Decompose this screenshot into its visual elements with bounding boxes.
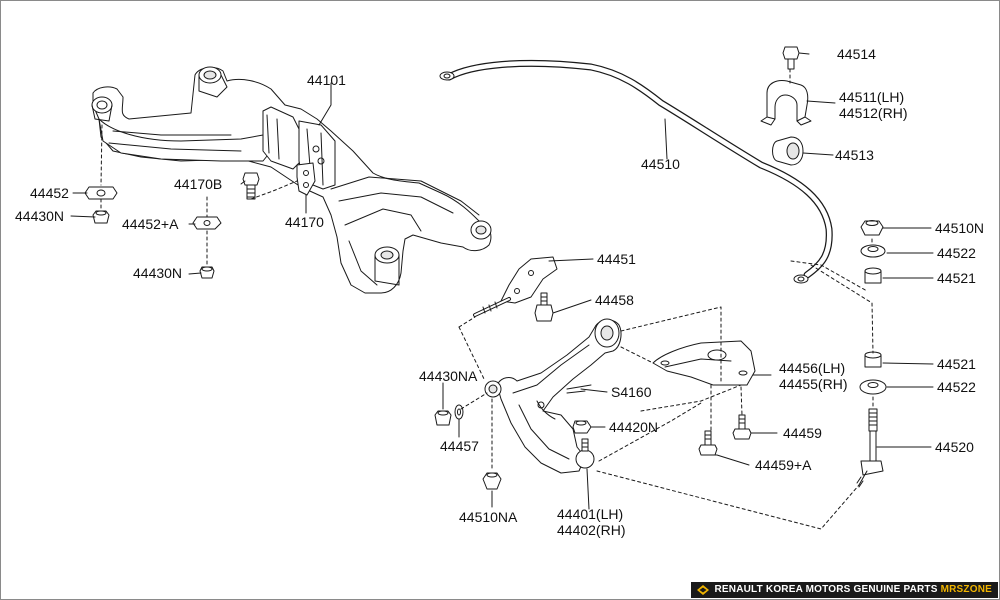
label-stabilizer-rubber-lower: 44521 <box>937 356 976 372</box>
stabilizer-bushing-part <box>772 136 804 166</box>
arm-mount-bolt-part <box>732 414 752 440</box>
label-lower-arm-lh: 44401(LH) <box>557 506 624 522</box>
subframe-nut-2-part <box>199 266 215 279</box>
label-arm-mount-bracket: 44456(LH) 44455(RH) <box>779 360 847 392</box>
stabilizer-bracket-part <box>760 80 812 126</box>
label-subframe-nut-2: 44430N <box>133 265 183 281</box>
stabilizer-rubber-lower-part <box>864 351 882 368</box>
stabilizer-bolt-part <box>782 46 800 70</box>
arm-washer-part <box>454 404 464 420</box>
label-arm-mount-bolt-a: 44459+A <box>755 457 812 473</box>
label-subframe-washer: 44452 <box>30 185 69 201</box>
stabilizer-cup-lower-part <box>859 379 887 395</box>
label-stabilizer-bracket-rh: 44512(RH) <box>839 105 908 121</box>
label-ball-joint-nut: 44420N <box>609 419 659 435</box>
label-arm-bracket: 44451 <box>597 251 636 267</box>
label-arm-nut: 44430NA <box>419 368 478 384</box>
label-arm-mount-bracket-lh: 44456(LH) <box>779 360 846 376</box>
label-subframe-washer-a: 44452+A <box>122 216 179 232</box>
subframe-bracket-part <box>296 162 316 196</box>
subframe-bolt-part <box>242 172 260 200</box>
arm-bracket-bolt-part <box>534 292 554 322</box>
label-stabilizer-bushing: 44513 <box>835 147 874 163</box>
arm-bracket-part <box>473 256 558 317</box>
label-subframe: 44101 <box>307 72 346 88</box>
label-subframe-bolt: 44170B <box>174 176 223 192</box>
subframe-washer-a-part <box>192 216 222 230</box>
label-arm-mount-bracket-rh: 44455(RH) <box>779 376 848 392</box>
label-stabilizer-rubber-upper: 44521 <box>937 270 976 286</box>
brand-footer: RENAULT KOREA MOTORS GENUINE PARTS MRSZO… <box>690 582 998 598</box>
stabilizer-nut-part <box>860 220 884 236</box>
label-stabilizer-cup-upper: 44522 <box>937 245 976 261</box>
subframe-nut-part <box>92 210 110 224</box>
assembly-lines <box>100 68 874 530</box>
label-stabilizer-cup-lower: 44522 <box>937 379 976 395</box>
arm-mount-bolt-a-part <box>698 430 718 456</box>
label-stabilizer-bracket-lh: 44511(LH) <box>839 89 905 105</box>
arm-nut-part <box>434 410 452 426</box>
stabilizer-cup-upper-part <box>860 244 886 258</box>
label-stabilizer-bolt: 44514 <box>837 46 876 62</box>
arm-mount-bracket-part <box>652 340 756 386</box>
label-arm-washer: 44457 <box>440 438 479 454</box>
arm-nut-2-part <box>482 472 502 490</box>
arm-hose-clip-part <box>566 384 592 394</box>
label-lower-arm: 44401(LH) 44402(RH) <box>557 506 625 538</box>
stabilizer-link-part <box>856 408 884 488</box>
label-arm-hose-clip: S4160 <box>611 384 652 400</box>
brand-text: RENAULT KOREA MOTORS GENUINE PARTS <box>714 584 938 595</box>
label-stabilizer-bracket: 44511(LH) 44512(RH) <box>839 89 907 121</box>
subframe-part <box>91 66 492 294</box>
stabilizer-rubber-upper-part <box>864 267 882 284</box>
leader-lines <box>70 52 934 510</box>
label-lower-arm-rh: 44402(RH) <box>557 522 626 538</box>
stabilizer-bar-part <box>439 59 833 284</box>
label-subframe-nut: 44430N <box>15 208 65 224</box>
label-subframe-bracket: 44170 <box>285 214 324 230</box>
lower-arm-part <box>484 318 622 474</box>
label-arm-mount-bolt: 44459 <box>783 425 822 441</box>
brand-logo-icon <box>696 585 709 595</box>
label-stabilizer-bar: 44510 <box>641 156 680 172</box>
label-stabilizer-nut: 44510N <box>935 220 985 236</box>
subframe-washer-part <box>84 186 118 200</box>
label-stabilizer-link: 44520 <box>935 439 974 455</box>
brand-site: MRSZONE <box>940 584 992 595</box>
ball-joint-nut-part <box>572 420 592 434</box>
label-arm-nut-2: 44510NA <box>459 509 518 525</box>
label-arm-bracket-bolt: 44458 <box>595 292 634 308</box>
